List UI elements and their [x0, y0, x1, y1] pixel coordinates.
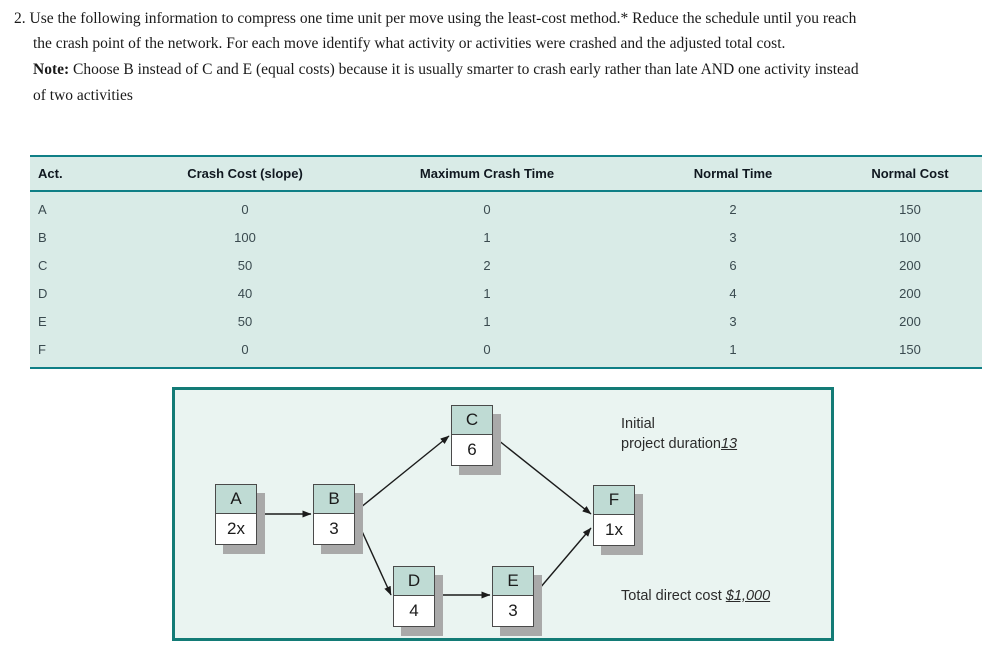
question-line-2: the crash point of the network. For each…	[33, 35, 786, 52]
node-box: C 6	[451, 405, 493, 466]
total-direct-cost-value: $1,000	[725, 588, 771, 604]
header-act: Act.	[38, 166, 63, 181]
cell-act: A	[38, 202, 47, 217]
cell-normal-cost: 200	[899, 314, 921, 329]
edge-c-to-f	[492, 435, 592, 515]
cell-max-crash-time: 1	[483, 230, 491, 245]
table-row: E 50 1 3 200	[30, 307, 982, 335]
node-box: D 4	[393, 566, 435, 627]
node-label: A	[216, 485, 256, 514]
note-label: Note:	[33, 61, 70, 78]
edge-b-to-c	[354, 435, 450, 513]
project-duration-label: project duration	[621, 436, 721, 452]
cell-act: B	[38, 230, 47, 245]
cell-normal-cost: 100	[899, 230, 921, 245]
header-normal-cost: Normal Cost	[871, 166, 949, 181]
node-label: D	[394, 567, 434, 596]
cell-normal-cost: 200	[899, 258, 921, 273]
cell-act: F	[38, 342, 46, 357]
cell-normal-time: 3	[729, 230, 737, 245]
cell-act: C	[38, 258, 48, 273]
network-node-c[interactable]: C 6	[451, 405, 501, 475]
node-label: F	[594, 486, 634, 515]
table-row: A 0 0 2 150	[30, 195, 982, 223]
cell-crash-cost: 40	[237, 286, 253, 301]
total-direct-cost-label: Total direct cost	[621, 588, 722, 604]
edge-e-to-f	[533, 527, 592, 596]
cell-max-crash-time: 2	[483, 258, 491, 273]
crash-cost-table: Act. Crash Cost (slope) Maximum Crash Ti…	[30, 155, 982, 369]
node-box: B 3	[313, 484, 355, 545]
cell-normal-time: 1	[729, 342, 737, 357]
network-edges	[257, 435, 592, 599]
cell-max-crash-time: 1	[483, 286, 491, 301]
question-line-4: of two activities	[33, 87, 133, 104]
total-direct-cost-annotation: Total direct cost $1,000	[621, 588, 770, 604]
network-diagram-frame: A 2x B 3 C 6 D 4 E 3 F 1	[172, 387, 834, 641]
node-box: A 2x	[215, 484, 257, 545]
cell-crash-cost: 50	[237, 314, 253, 329]
initial-label: Initial	[621, 416, 655, 432]
node-duration: 3	[314, 514, 354, 544]
header-maximum-crash-time: Maximum Crash Time	[419, 166, 555, 181]
cell-normal-time: 4	[729, 286, 737, 301]
node-box: F 1x	[593, 485, 635, 546]
cell-normal-time: 6	[729, 258, 737, 273]
table-row: D 40 1 4 200	[30, 279, 982, 307]
cell-max-crash-time: 0	[483, 342, 491, 357]
table-body: A 0 0 2 150 B 100 1 3 100 C 50 2 6 200 D…	[30, 192, 982, 369]
cell-act: E	[38, 314, 47, 329]
table-header-row: Act. Crash Cost (slope) Maximum Crash Ti…	[30, 155, 982, 192]
note-text: Choose B instead of C and E (equal costs…	[69, 61, 859, 78]
cell-crash-cost: 0	[241, 202, 249, 217]
node-duration: 3	[493, 596, 533, 626]
table-row: F 0 0 1 150	[30, 335, 982, 363]
node-duration: 1x	[594, 515, 634, 545]
cell-act: D	[38, 286, 48, 301]
question-line-1: 2. Use the following information to comp…	[14, 6, 856, 31]
cell-crash-cost: 50	[237, 258, 253, 273]
cell-normal-cost: 150	[899, 202, 921, 217]
node-label: B	[314, 485, 354, 514]
node-label: E	[493, 567, 533, 596]
network-node-e[interactable]: E 3	[492, 566, 542, 636]
table-row: B 100 1 3 100	[30, 223, 982, 251]
question-line-1-text: Use the following information to compres…	[29, 10, 857, 27]
cell-normal-time: 2	[729, 202, 737, 217]
node-box: E 3	[492, 566, 534, 627]
header-crash-cost-slope: Crash Cost (slope)	[187, 166, 303, 181]
network-node-f[interactable]: F 1x	[593, 485, 643, 555]
header-normal-time: Normal Time	[693, 166, 773, 181]
cell-crash-cost: 0	[241, 342, 249, 357]
node-duration: 2x	[216, 514, 256, 544]
network-node-d[interactable]: D 4	[393, 566, 443, 636]
cell-normal-cost: 200	[899, 286, 921, 301]
question-note-line: Note: Choose B instead of C and E (equal…	[33, 57, 859, 82]
cell-normal-time: 3	[729, 314, 737, 329]
node-label: C	[452, 406, 492, 435]
cell-normal-cost: 150	[899, 342, 921, 357]
cell-max-crash-time: 1	[483, 314, 491, 329]
table-row: C 50 2 6 200	[30, 251, 982, 279]
network-node-b[interactable]: B 3	[313, 484, 363, 554]
node-duration: 4	[394, 596, 434, 626]
node-duration: 6	[452, 435, 492, 465]
question-number: 2.	[14, 10, 26, 27]
project-duration-annotation: project duration13	[621, 436, 737, 452]
cell-max-crash-time: 0	[483, 202, 491, 217]
project-duration-value: 13	[720, 436, 738, 452]
network-node-a[interactable]: A 2x	[215, 484, 265, 554]
cell-crash-cost: 100	[234, 230, 256, 245]
